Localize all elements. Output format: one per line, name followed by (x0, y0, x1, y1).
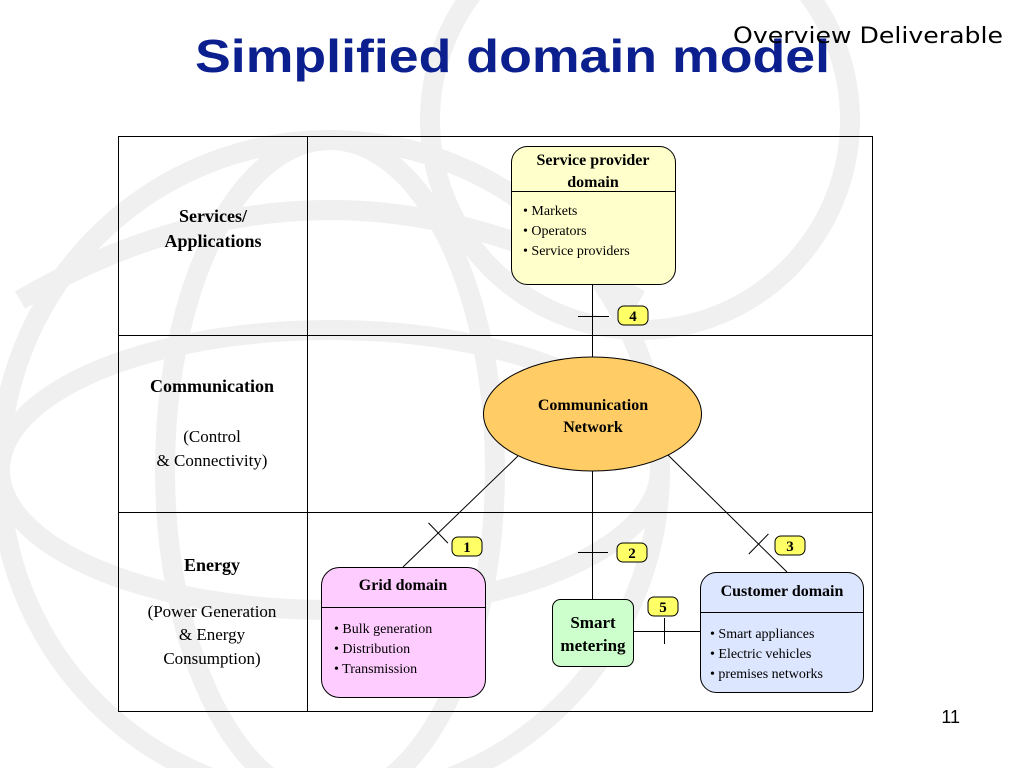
badge-1-label: 1 (463, 540, 471, 556)
row-label-communication: Communication (Control & Connectivity) (150, 376, 274, 470)
energy-sub-line1: (Power Generation (148, 602, 277, 621)
tick-1 (428, 522, 449, 544)
services-label-line1: Services/ (179, 206, 248, 226)
customer-domain-item: • Smart appliances (710, 627, 814, 642)
communication-label: Communication (150, 376, 274, 396)
energy-sub-line2: & Energy (179, 625, 246, 644)
badge-4-label: 4 (629, 309, 637, 325)
interface-badge-2: 2 (616, 542, 648, 563)
service-provider-item: • Operators (523, 224, 587, 239)
interface-badge-5: 5 (647, 596, 679, 617)
tick-3 (748, 533, 769, 555)
row-label-services: Services/ Applications (164, 206, 261, 251)
communication-network-line1: Communication (538, 397, 648, 414)
service-provider-item: • Service providers (523, 244, 630, 259)
customer-domain-item: • premises networks (710, 667, 823, 682)
energy-sub-line3: Consumption) (163, 649, 260, 668)
grid-domain: Grid domain • Bulk generation • Distribu… (321, 567, 486, 698)
interface-badge-3: 3 (774, 535, 806, 556)
page-title: Simplified domain model (195, 30, 830, 82)
services-label-line2: Applications (164, 231, 261, 251)
link-customer (667, 454, 788, 573)
communication-sub-line2: & Connectivity) (157, 451, 268, 470)
communication-network-line2: Network (563, 419, 623, 436)
grid-domain-item: • Bulk generation (334, 622, 432, 637)
smart-metering-node: Smart metering (552, 599, 634, 667)
deliverable-label: Overview Deliverable (733, 24, 1003, 49)
link-grid (402, 455, 519, 568)
service-provider-title-line2: domain (567, 174, 619, 191)
smart-metering-line2: metering (560, 636, 626, 655)
badge-5-label: 5 (659, 600, 667, 616)
customer-domain-item: • Electric vehicles (710, 647, 811, 662)
communication-network-node: Communication Network (483, 356, 702, 472)
domain-table (118, 136, 873, 712)
badge-2-label: 2 (628, 546, 636, 562)
communication-sub-line1: (Control (183, 427, 241, 446)
page-number: 11 (941, 707, 960, 727)
badge-3-label: 3 (786, 539, 794, 555)
interface-badge-4: 4 (617, 305, 649, 326)
customer-domain-title: Customer domain (721, 583, 844, 600)
grid-domain-item: • Distribution (334, 642, 410, 657)
grid-domain-title: Grid domain (359, 577, 448, 594)
grid-domain-item: • Transmission (334, 662, 417, 677)
service-provider-title-line1: Service provider (536, 152, 649, 169)
smart-metering-line1: Smart (570, 613, 616, 632)
service-provider-domain: Service provider domain • Markets • Oper… (511, 146, 676, 285)
energy-label: Energy (184, 555, 240, 575)
service-provider-item: • Markets (523, 204, 577, 219)
customer-domain: Customer domain • Smart appliances • Ele… (700, 572, 864, 693)
interface-ticks (428, 316, 769, 644)
interface-badge-1: 1 (451, 536, 483, 557)
row-label-energy: Energy (Power Generation & Energy Consum… (148, 555, 277, 668)
connector-links (402, 284, 788, 632)
